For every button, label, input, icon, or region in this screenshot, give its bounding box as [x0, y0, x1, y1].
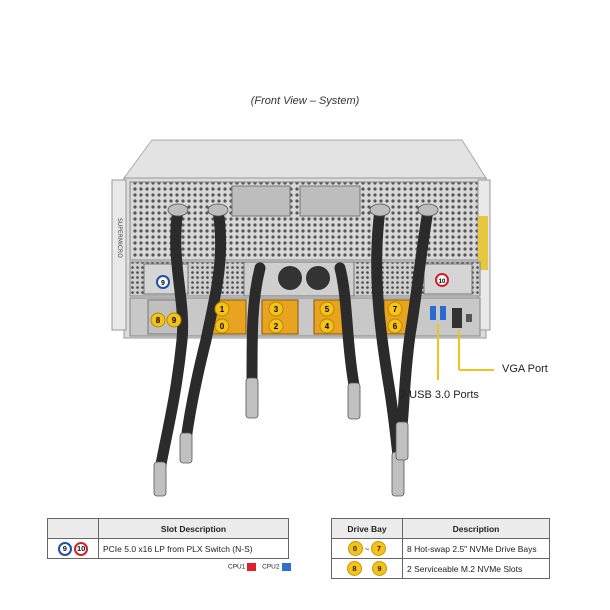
svg-text:7: 7	[393, 305, 398, 314]
coolant-hoses	[154, 204, 434, 476]
table-header-row: Slot Description	[47, 518, 289, 539]
table-row: 9 10 PCIe 5.0 x16 LP from PLX Switch (N-…	[47, 538, 289, 559]
fan-window-right	[299, 185, 361, 217]
badge-drive-1: 1	[214, 301, 230, 317]
hose-1	[154, 204, 189, 476]
legend-swatch-cpu1	[247, 563, 257, 571]
image-badges: 1 0 3 2 5 4 7 6 8 9 9 10	[150, 273, 449, 334]
legend-label-cpu2: CPU2	[262, 563, 280, 571]
drive-badges-cell: 0~7	[331, 538, 403, 559]
badge-drive-from: 0	[347, 541, 363, 556]
left-rack-ear	[111, 179, 127, 331]
badge-drive-4: 4	[319, 318, 335, 334]
figure-caption: (Front View – System)	[250, 95, 360, 107]
vga-port-label: VGA Port	[502, 363, 548, 375]
svg-text:4: 4	[325, 322, 330, 331]
badge-m2-8: 8	[150, 312, 166, 328]
cpu-legend: CPU1 CPU2	[228, 563, 295, 571]
svg-text:10: 10	[439, 279, 446, 285]
slot-description-table: Slot Description 9 10 PCIe 5.0 x16 LP fr…	[47, 518, 289, 559]
drive-description-cell: 2 Serviceable M.2 NVMe Slots	[402, 558, 550, 579]
drive-bay-band	[129, 297, 481, 337]
drive-bay-table: Drive Bay Description 0~7 8 Hot-swap 2.5…	[331, 518, 550, 579]
table-header-cell	[47, 518, 99, 539]
badge-m2-from: 8	[347, 561, 362, 576]
svg-text:6: 6	[393, 322, 398, 331]
usb-ports-label: 2 USB 3.0 Ports	[400, 389, 479, 401]
usb-port-1	[430, 306, 436, 320]
legend-swatch-cpu2	[281, 563, 291, 571]
legend-label-cpu1: CPU1	[228, 563, 246, 571]
table-header-cell: Drive Bay	[331, 518, 403, 539]
fan-window-left	[231, 185, 291, 217]
svg-text:8: 8	[156, 316, 161, 325]
svg-text:5: 5	[325, 305, 330, 314]
hose-3	[246, 262, 266, 386]
slot-description-cell: PCIe 5.0 x16 LP from PLX Switch (N-S)	[98, 538, 289, 559]
usb-port-2	[440, 306, 446, 320]
chassis-top-cover	[123, 139, 487, 179]
badge-m2-to: 9	[372, 561, 387, 576]
table-row: 0~7 8 Hot-swap 2.5" NVMe Drive Bays	[331, 538, 550, 559]
svg-text:0: 0	[220, 322, 225, 331]
badge-cpu2-slot: 9	[57, 541, 72, 556]
badge-drive-0: 0	[214, 318, 230, 334]
slot-badges-cell: 9 10	[47, 538, 99, 559]
badge-drive-2: 2	[268, 318, 284, 334]
hose-top-fittings	[167, 203, 439, 217]
hose-5	[371, 204, 404, 461]
badge-pcie-10: 10	[435, 273, 449, 287]
badge-drive-6: 6	[387, 318, 403, 334]
hose-4	[334, 262, 360, 391]
table-header-row: Drive Bay Description	[331, 518, 550, 539]
table-header-cell: Slot Description	[98, 518, 289, 539]
svg-text:1: 1	[220, 305, 225, 314]
drive-description-cell: 8 Hot-swap 2.5" NVMe Drive Bays	[402, 538, 550, 559]
svg-text:3: 3	[274, 305, 279, 314]
badge-cpu1-slot: 10	[74, 541, 89, 556]
svg-text:9: 9	[172, 316, 177, 325]
server-front-illustration: SUPERMICRO 1	[111, 139, 494, 497]
table-header-cell: Description	[402, 518, 550, 539]
hose-6	[396, 204, 434, 431]
badge-m2-9: 9	[166, 312, 182, 328]
vga-port	[452, 308, 462, 328]
right-warning-label	[478, 216, 488, 270]
svg-text:2: 2	[274, 322, 279, 331]
badge-pcie-9: 9	[156, 275, 170, 289]
hose-2	[180, 204, 227, 446]
svg-text:9: 9	[161, 280, 165, 287]
power-button	[466, 314, 472, 322]
badge-drive-to: 7	[371, 541, 387, 556]
badge-drive-3: 3	[268, 301, 284, 317]
badge-drive-7: 7	[387, 301, 403, 317]
range-separator: ~	[364, 543, 370, 554]
hose-connectors	[153, 377, 409, 497]
badge-drive-5: 5	[319, 301, 335, 317]
brand-logo: SUPERMICRO	[116, 218, 123, 258]
